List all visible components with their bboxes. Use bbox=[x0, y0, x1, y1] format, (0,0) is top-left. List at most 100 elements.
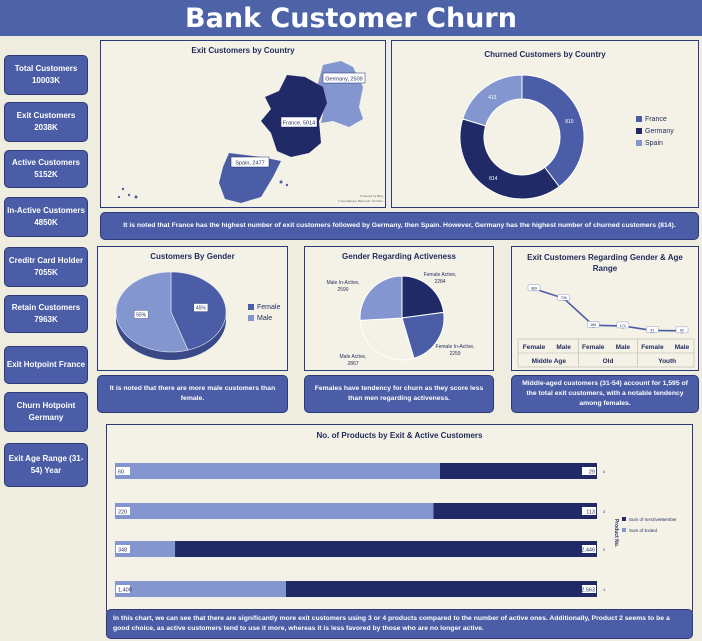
bar-exited bbox=[115, 541, 176, 557]
map-title: Exit Customers by Country bbox=[191, 46, 295, 55]
kpi-label: Retain Customers bbox=[11, 303, 81, 312]
activeness-slice bbox=[359, 275, 403, 321]
age-label-box bbox=[587, 321, 600, 328]
kpi-value: 4850K bbox=[34, 218, 58, 227]
kpi-card: In-Active Customers 4850K bbox=[4, 197, 88, 237]
bar-exited bbox=[115, 581, 286, 597]
donut-data-label: 814 bbox=[489, 176, 498, 182]
kpi-label: Exit Hotpoint France bbox=[6, 360, 86, 369]
age-label-box bbox=[527, 284, 541, 291]
age-data-label: 87 bbox=[650, 328, 654, 332]
kpi-label: Churn Hotpoint Germany bbox=[16, 401, 76, 422]
france-shape bbox=[261, 75, 327, 157]
activeness-data-label: 2259 bbox=[449, 351, 460, 357]
age-gender-tick: Male bbox=[556, 344, 571, 351]
kpi-label: Exit Customers bbox=[16, 111, 76, 120]
activeness-title: Gender Regarding Activeness bbox=[342, 252, 456, 261]
map-label-france: France, 5014 bbox=[283, 121, 315, 127]
bar-exited-label: 348 bbox=[118, 548, 127, 554]
country-map: France, 5014 Germany, 2509 Spain, 2477 P… bbox=[117, 61, 384, 203]
legend-label: Spain bbox=[645, 140, 663, 147]
age-group-tick: Youth bbox=[658, 358, 676, 365]
activeness-slice bbox=[401, 311, 445, 359]
map-credit: Powered by Bing bbox=[360, 194, 383, 198]
age-label-box bbox=[557, 294, 570, 301]
age-title: Exit Customers Regarding Gender & Age Ra… bbox=[527, 253, 683, 273]
gender-note: It is noted that there are more male cus… bbox=[97, 375, 288, 413]
bar-active bbox=[433, 503, 597, 519]
donut-slice-spain bbox=[462, 74, 523, 127]
age-gender-tick: Female bbox=[523, 344, 546, 351]
bar-exited-label: 1,409 bbox=[118, 588, 132, 594]
gender-label-box bbox=[193, 303, 209, 312]
kpi-label: Exit Age Range (31-54) Year bbox=[8, 454, 84, 475]
legend-swatch bbox=[622, 528, 626, 532]
age-label-box bbox=[616, 321, 629, 329]
products-title: No. of Products by Exit & Active Custome… bbox=[316, 431, 483, 440]
bar-active-label: 2,563 bbox=[581, 588, 595, 594]
donut-slice-france bbox=[521, 74, 585, 188]
donut-data-label: 413 bbox=[488, 95, 497, 101]
legend-label: France bbox=[645, 116, 667, 123]
kpi-value: 2038K bbox=[34, 123, 58, 132]
bar-exited-label: 220 bbox=[118, 510, 127, 516]
activeness-data-label: Female Active, bbox=[424, 272, 457, 278]
age-data-label: 706 bbox=[561, 296, 567, 300]
legend-swatch bbox=[622, 517, 626, 521]
bar-active-label: 29 bbox=[589, 470, 595, 476]
donut-slice-germany bbox=[459, 118, 560, 200]
bar-active bbox=[175, 541, 597, 557]
legend-label: Sum of IsActiveMember bbox=[629, 517, 677, 522]
map-credit-2: © GeoNames, Microsoft, TomTom bbox=[338, 199, 384, 203]
kpi-card: Exit Hotpoint France bbox=[4, 346, 88, 384]
legend-label: Female bbox=[257, 304, 280, 311]
bar-label-box bbox=[582, 467, 596, 475]
bar-category-tick: 1 bbox=[603, 587, 606, 592]
legend-swatch bbox=[248, 304, 254, 310]
gender-slice-male bbox=[115, 271, 189, 353]
age-data-label: 186 bbox=[590, 323, 596, 327]
activeness-data-label: 2867 bbox=[347, 361, 358, 367]
churn-country-title: Churned Customers by Country bbox=[484, 50, 606, 59]
activeness-data-label: Male Active, bbox=[340, 354, 367, 360]
products-panel: No. of Products by Exit & Active Custome… bbox=[106, 424, 693, 612]
bar-active bbox=[285, 581, 597, 597]
products-note: In this chart, we can see that there are… bbox=[106, 609, 693, 639]
age-group-tick: Old bbox=[603, 358, 614, 365]
age-data-label: 80 bbox=[680, 329, 684, 333]
activeness-slice bbox=[401, 275, 445, 319]
kpi-value: 5152K bbox=[34, 170, 58, 179]
dashboard-title: Bank Customer Churn bbox=[185, 3, 517, 34]
age-data-label: 174 bbox=[620, 324, 626, 328]
age-panel: Exit Customers Regarding Gender & Age Ra… bbox=[511, 246, 699, 371]
legend-label: Male bbox=[257, 315, 272, 322]
activeness-data-label: 2590 bbox=[337, 287, 348, 293]
kpi-label: Active Customers bbox=[11, 158, 81, 167]
activeness-data-label: Female In-Active, bbox=[436, 344, 475, 350]
bar-active-label: 2,446 bbox=[581, 548, 595, 554]
bar-label-box bbox=[116, 467, 130, 475]
activeness-data-label: Male In-Active, bbox=[326, 280, 359, 286]
kpi-label: In-Active Customers bbox=[7, 206, 85, 215]
legend-swatch bbox=[248, 315, 254, 321]
kpi-card: Active Customers 5152K bbox=[4, 150, 88, 188]
age-line bbox=[533, 288, 683, 332]
age-note: Middle-aged customers (31-54) account fo… bbox=[511, 375, 699, 413]
gender-data-label: 45% bbox=[196, 306, 207, 312]
age-group-tick: Middle Age bbox=[532, 358, 567, 365]
country-note: It is noted that France has the highest … bbox=[100, 212, 699, 240]
donut-data-label: 810 bbox=[565, 119, 574, 125]
bar-label-box bbox=[116, 585, 130, 593]
age-gender-tick: Male bbox=[616, 344, 631, 351]
legend-swatch bbox=[636, 128, 642, 134]
bar-category-tick: 3 bbox=[603, 509, 606, 514]
age-gender-tick: Female bbox=[641, 344, 664, 351]
